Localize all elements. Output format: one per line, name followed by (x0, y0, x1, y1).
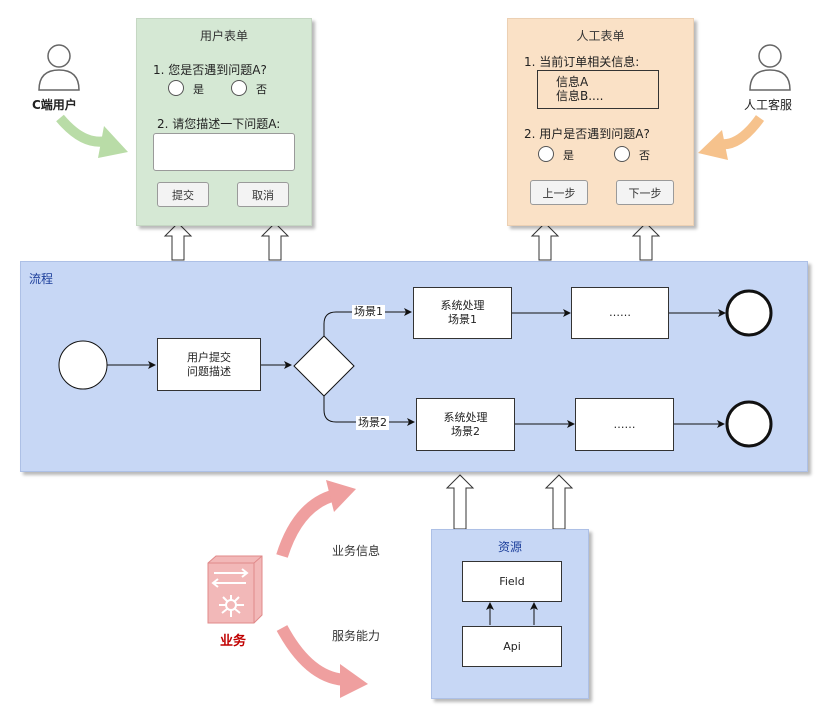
ellipsis-node-1: …… (571, 287, 669, 339)
scene2-edge-label: 场景2 (356, 416, 389, 430)
node-line: 问题描述 (187, 364, 231, 378)
radio-no[interactable] (614, 146, 630, 162)
person-icon (38, 44, 80, 91)
cancel-button[interactable]: 取消 (237, 182, 289, 207)
field-node: Field (462, 561, 562, 602)
end-node-1 (725, 289, 773, 337)
business-label: 业务 (220, 634, 247, 649)
process-scene1-node: 系统处理场景1 (413, 287, 512, 339)
ellipsis-node-2: …… (575, 398, 674, 451)
agent-label: 人工客服 (744, 98, 793, 112)
up-arrow (445, 474, 475, 530)
process-scene2-node: 系统处理场景2 (416, 398, 515, 451)
radio-no[interactable] (231, 80, 247, 96)
description-textarea[interactable] (153, 133, 295, 171)
up-arrow (530, 222, 560, 261)
up-arrow (163, 222, 193, 261)
agent-avatar (744, 40, 796, 92)
resources-panel: 资源 (431, 529, 589, 699)
submit-question-node: 用户提交问题描述 (157, 338, 261, 391)
next-button[interactable]: 下一步 (616, 180, 674, 205)
start-node (58, 340, 108, 390)
info-b: 信息B.... (556, 89, 604, 103)
node-line: 用户提交 (187, 350, 231, 364)
edge (323, 308, 412, 336)
end-node-2 (725, 400, 773, 448)
edge (323, 396, 415, 426)
up-arrow (631, 222, 661, 261)
radio-yes-label: 是 (193, 83, 204, 96)
business-info-arrow (276, 480, 356, 558)
user-form-title: 用户表单 (199, 29, 248, 43)
flow-to-form-arrows (163, 222, 661, 530)
agent-arrow (698, 115, 765, 160)
customer-label: C端用户 (32, 98, 77, 112)
radio-yes[interactable] (168, 80, 184, 96)
customer-arrow (56, 114, 128, 158)
agent-q1: 1. 当前订单相关信息: (524, 55, 640, 69)
up-arrow (544, 474, 574, 530)
radio-no-label: 否 (639, 149, 650, 162)
info-a: 信息A (556, 75, 589, 89)
business-info-label: 业务信息 (332, 544, 381, 558)
business-server (206, 555, 264, 625)
user-form: 用户表单 1. 您是否遇到问题A? 是 否 2. 请您描述一下问题A: 提交 取… (136, 18, 312, 226)
scene1-edge-label: 场景1 (352, 305, 385, 319)
agent-form: 人工表单 1. 当前订单相关信息: 信息A 信息B.... 2. 用户是否遇到问… (507, 18, 694, 226)
radio-yes-label: 是 (563, 149, 574, 162)
customer-avatar (33, 40, 85, 92)
node-line: 场景2 (451, 424, 480, 438)
switch-icon (207, 555, 263, 624)
person-icon (749, 44, 791, 91)
radio-yes[interactable] (538, 146, 554, 162)
decision-diamond (293, 335, 355, 397)
resources-title: 资源 (497, 540, 522, 554)
order-info-box: 信息A 信息B.... (537, 70, 659, 109)
radio-no-label: 否 (256, 83, 267, 96)
service-capability-arrow (276, 625, 368, 698)
user-q2: 2. 请您描述一下问题A: (157, 117, 281, 131)
user-q1: 1. 您是否遇到问题A? (153, 63, 267, 77)
submit-button[interactable]: 提交 (157, 182, 209, 207)
agent-form-title: 人工表单 (576, 29, 625, 43)
flow-title: 流程 (29, 272, 54, 286)
node-line: 系统处理 (440, 299, 485, 312)
prev-button[interactable]: 上一步 (530, 180, 588, 205)
node-line: 场景1 (448, 313, 477, 326)
up-arrow (260, 222, 290, 261)
api-node: Api (462, 626, 562, 667)
node-line: 系统处理 (443, 410, 488, 424)
service-capability-label: 服务能力 (332, 629, 381, 643)
agent-q2: 2. 用户是否遇到问题A? (524, 127, 650, 141)
